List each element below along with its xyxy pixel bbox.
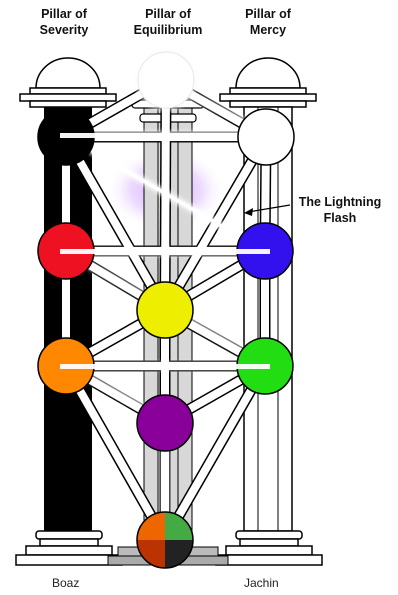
- label-line: The Lightning: [288, 194, 392, 210]
- label-line: Flash: [288, 210, 392, 226]
- label-line: Pillar of: [118, 6, 218, 22]
- label-pillar-of-equilibrium: Pillar of Equilibrium: [118, 6, 218, 38]
- label-pillar-of-mercy: Pillar of Mercy: [228, 6, 308, 38]
- label-jachin: Jachin: [244, 576, 279, 590]
- label-pillar-of-severity: Pillar of Severity: [24, 6, 104, 38]
- label-line: Pillar of: [24, 6, 104, 22]
- label-line: Mercy: [228, 22, 308, 38]
- label-line: Pillar of: [228, 6, 308, 22]
- label-line: Severity: [24, 22, 104, 38]
- sephira-chokmah: [238, 109, 294, 165]
- label-boaz: Boaz: [52, 576, 79, 590]
- label-lightning-flash: The Lightning Flash: [288, 194, 392, 226]
- sephira-malkuth: [137, 512, 193, 568]
- label-line: Equilibrium: [118, 22, 218, 38]
- sephira-tiphareth: [137, 282, 193, 338]
- sephira-kether: [138, 52, 194, 108]
- sephira-yesod: [137, 395, 193, 451]
